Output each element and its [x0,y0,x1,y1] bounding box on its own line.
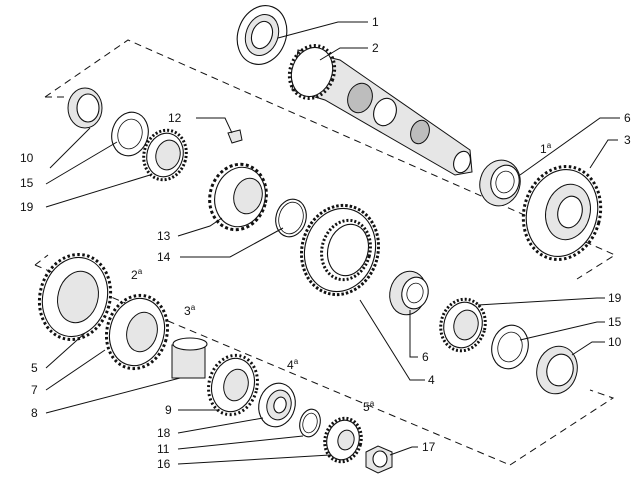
part-synchro-ring-15-upper [111,111,149,157]
callout-3: 3 [624,133,631,147]
callout-9: 9 [165,403,172,417]
part-gear-7 [104,293,170,371]
assembly-outline-lower [34,254,615,466]
callout-18: 18 [157,426,171,440]
part-sleeve-hub-13 [208,162,268,232]
callout-10-upper: 10 [20,151,34,165]
part-sliding-sleeve-4 [299,203,381,297]
callout-12: 12 [168,111,182,125]
part-snap-ring-14 [275,198,307,238]
leader-lines [45,21,620,465]
callout-17: 17 [422,440,436,454]
callout-2: 2 [372,41,379,55]
callout-13: 13 [157,229,171,243]
callout-1: 1 [372,15,379,29]
part-synchro-cone-19-lower [439,297,487,353]
part-synchro-cone-19-upper [142,128,188,182]
part-main-shaft-2 [287,44,473,176]
part-gear-5 [37,252,113,342]
callout-6-lower: 6 [422,350,429,364]
part-gear-3 [521,165,603,261]
gear-mark-3: 3a [184,303,196,318]
callout-10-lower: 10 [608,335,622,349]
gear-mark-5: 5a [363,399,375,414]
callout-15-lower: 15 [608,315,622,329]
callout-16: 16 [157,457,171,471]
part-needle-bearing-6-lower [389,270,429,316]
callout-8: 8 [31,406,38,420]
callout-4: 4 [428,373,435,387]
part-gear-9 [207,353,259,417]
callout-6-upper: 6 [624,111,631,125]
gear-mark-2: 2a [131,267,143,282]
callout-19-upper: 19 [20,200,34,214]
gear-mark-4: 4a [287,357,299,372]
part-gear-16 [323,416,363,464]
part-ring-nut-10-lower [536,345,578,395]
callout-5: 5 [31,361,38,375]
assembly-outline-upper [44,39,617,280]
part-needle-bearing-6-upper [479,159,521,207]
gear-mark-1: 1a [540,141,552,156]
callout-14: 14 [157,250,171,264]
callout-11: 11 [157,442,170,456]
gear-position-marks: 1a 2a 3a 4a 5a [131,141,552,414]
part-key-12 [227,129,243,144]
part-bearing-1 [236,5,288,65]
callout-7: 7 [31,383,38,397]
part-nut-17 [365,445,393,474]
part-bearing-18 [258,382,296,428]
callout-15-upper: 15 [20,176,34,190]
part-synchro-ring-15-lower [491,324,529,370]
callout-19-lower: 19 [608,291,622,305]
part-circlip-11 [299,408,321,438]
part-spacer-8 [171,337,208,379]
callout-labels: 1 2 6 3 12 10 15 19 13 14 19 15 10 6 4 5… [20,15,631,471]
part-ring-nut-10-upper [67,87,103,129]
